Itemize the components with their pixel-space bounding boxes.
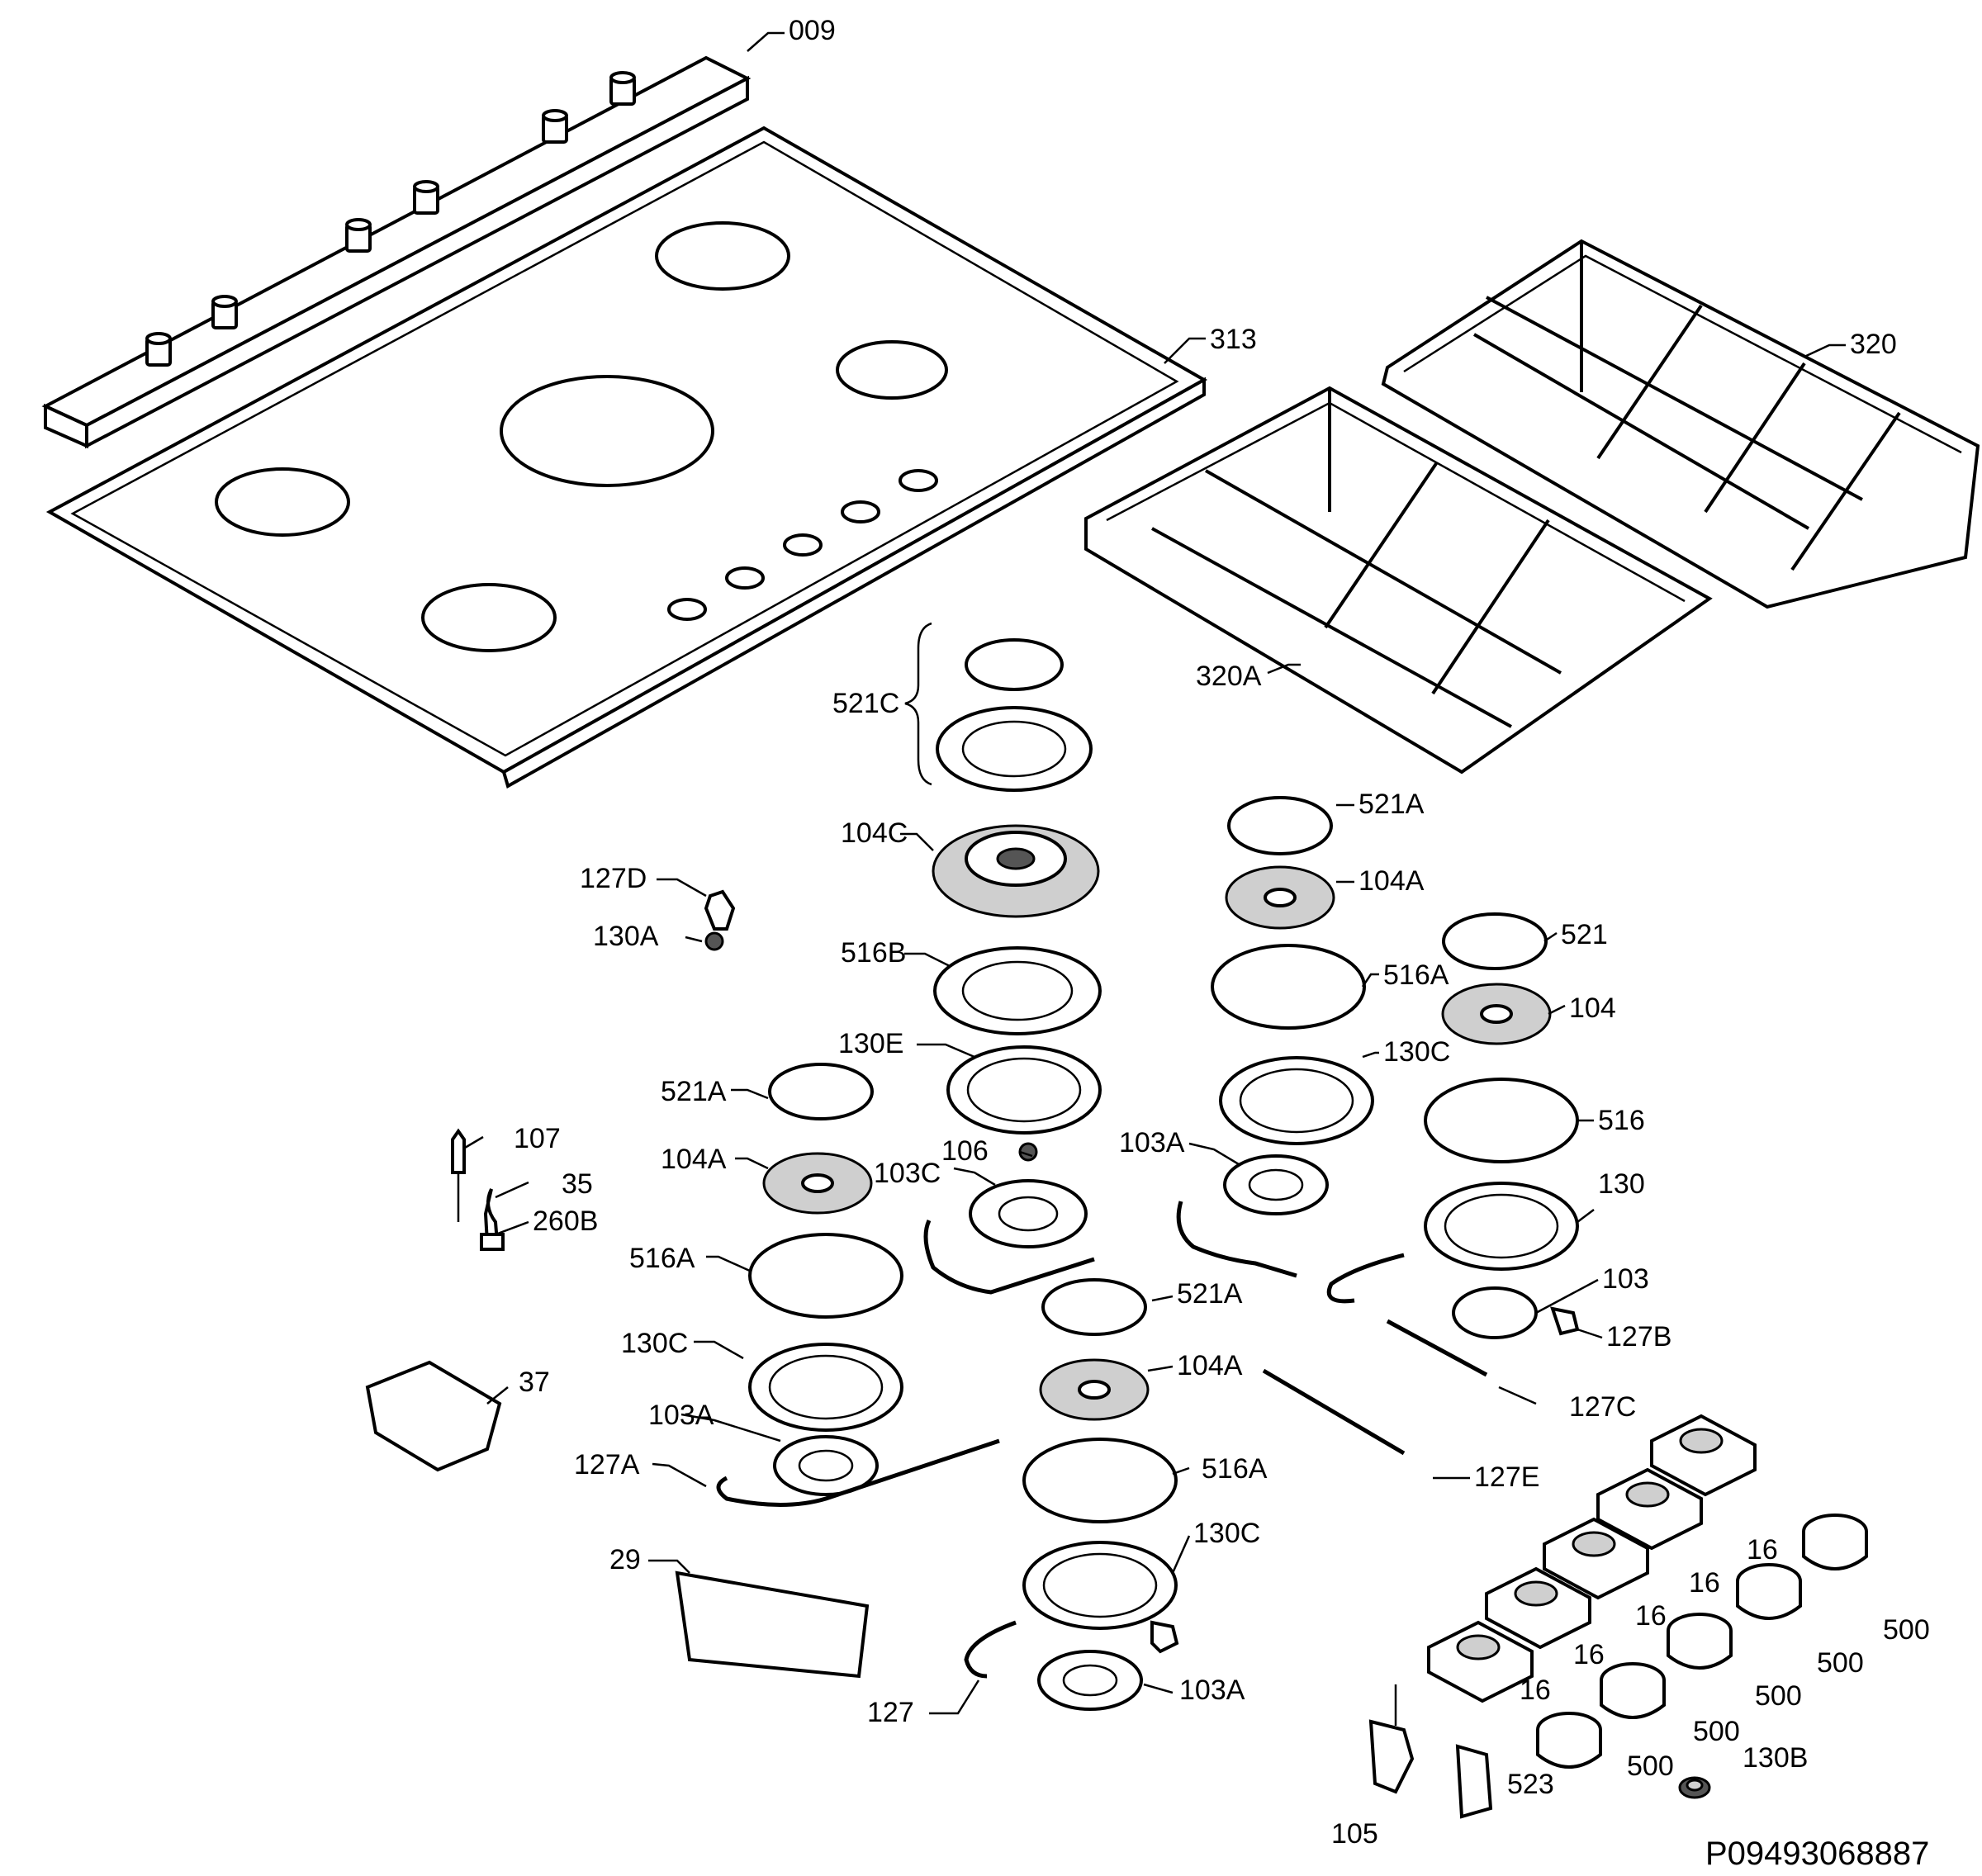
label-16-a: 16 (1520, 1675, 1551, 1706)
pan-support-right (1381, 239, 1980, 609)
label-29: 29 (609, 1544, 641, 1575)
burner-medium-stack-right (1211, 796, 1374, 1215)
label-516B: 516B (841, 937, 906, 969)
label-16-c: 16 (1635, 1600, 1667, 1632)
label-521A-mid: 521A (1177, 1278, 1243, 1310)
label-130C-mid: 130C (1193, 1518, 1260, 1549)
label-130E: 130E (838, 1028, 903, 1059)
drawing-code: P09493068887 (1705, 1836, 1929, 1872)
label-127C: 127C (1569, 1391, 1636, 1423)
label-500-e: 500 (1883, 1614, 1930, 1646)
label-103A-mid: 103A (1179, 1675, 1245, 1706)
knob-bases (1427, 1414, 1757, 1703)
label-521A-right: 521A (1358, 789, 1425, 820)
label-103A-right: 103A (1119, 1127, 1185, 1158)
label-521C: 521C (832, 688, 899, 719)
label-130: 130 (1598, 1168, 1645, 1200)
label-127D: 127D (580, 863, 647, 894)
label-313: 313 (1210, 324, 1257, 355)
leader-lines (464, 31, 1846, 1715)
burner-large-stack (904, 622, 1102, 1248)
label-127B: 127B (1606, 1321, 1671, 1353)
label-521: 521 (1561, 919, 1608, 950)
label-130C-right: 130C (1383, 1036, 1450, 1068)
burner-medium-stack-left (748, 1063, 903, 1496)
label-103C: 103C (874, 1158, 941, 1189)
label-516A-right: 516A (1383, 959, 1449, 991)
label-127A: 127A (574, 1449, 640, 1480)
label-127E: 127E (1474, 1461, 1539, 1493)
hob-top-plate (45, 126, 1208, 789)
label-105: 105 (1331, 1818, 1378, 1850)
label-104A-left: 104A (661, 1144, 727, 1175)
label-521A-left: 521A (661, 1076, 727, 1107)
label-500-d: 500 (1817, 1647, 1864, 1679)
label-130C-left: 130C (621, 1328, 688, 1359)
part-labels: 009 313 320 320A 521C 104C 127D 130A 516… (514, 15, 1930, 1850)
label-516A-left: 516A (629, 1243, 695, 1274)
label-103: 103 (1602, 1263, 1649, 1295)
label-16-d: 16 (1689, 1567, 1720, 1599)
gas-pipes (716, 1201, 1488, 1679)
label-516A-mid: 516A (1202, 1453, 1268, 1485)
label-104A-right: 104A (1358, 865, 1425, 897)
pan-support-left (1084, 386, 1713, 775)
small-parts (365, 889, 1711, 1819)
label-500-a: 500 (1627, 1750, 1674, 1782)
label-104: 104 (1569, 992, 1616, 1024)
burner-medium-stack-centre (1022, 1278, 1178, 1711)
label-103A-left: 103A (648, 1400, 714, 1431)
label-320: 320 (1850, 329, 1897, 360)
label-107: 107 (514, 1123, 561, 1154)
label-516: 516 (1598, 1105, 1645, 1136)
label-35: 35 (562, 1168, 593, 1200)
label-104C: 104C (841, 817, 908, 849)
label-009: 009 (789, 15, 836, 46)
label-260B: 260B (533, 1206, 598, 1237)
control-panel-strip (41, 55, 752, 449)
label-320A: 320A (1196, 661, 1262, 692)
label-16-e: 16 (1747, 1534, 1778, 1566)
knob-caps (1536, 1514, 1868, 1769)
label-130B: 130B (1743, 1742, 1808, 1774)
label-104A-mid: 104A (1177, 1350, 1243, 1381)
label-106: 106 (941, 1135, 989, 1167)
label-500-c: 500 (1755, 1680, 1802, 1712)
label-37: 37 (519, 1367, 550, 1398)
label-130A-top: 130A (593, 921, 659, 952)
label-127: 127 (867, 1697, 914, 1728)
label-523: 523 (1507, 1769, 1554, 1800)
label-16-b: 16 (1573, 1639, 1605, 1670)
label-500-b: 500 (1693, 1716, 1740, 1747)
